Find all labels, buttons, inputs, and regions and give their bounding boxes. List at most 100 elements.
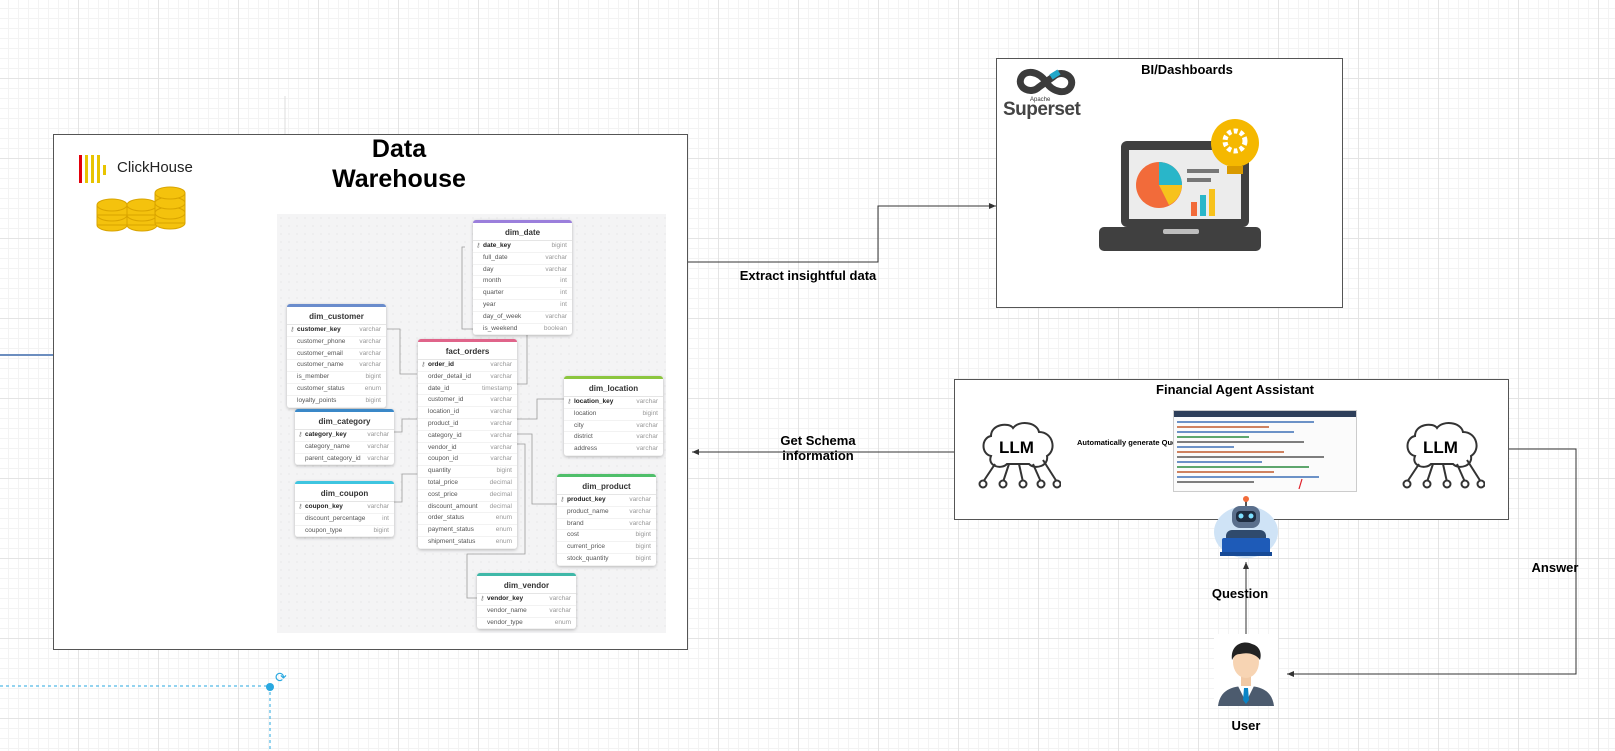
column-type: varchar xyxy=(367,503,389,510)
column-type: bigint xyxy=(365,396,381,404)
column-type: int xyxy=(560,277,567,285)
table-title: dim_customer xyxy=(287,307,386,325)
table-title: fact_orders xyxy=(418,342,517,360)
column-name: date_id xyxy=(428,384,450,392)
column-type: varchar xyxy=(490,455,512,463)
column-name: cost xyxy=(567,531,579,539)
column-name: category_id xyxy=(428,431,462,439)
column-type: decimal xyxy=(489,490,512,498)
column-name: stock_quantity xyxy=(567,554,609,562)
primary-key-icon: ⚷ xyxy=(298,432,303,438)
column-type: decimal xyxy=(489,502,512,510)
sql-editor-tabs xyxy=(1174,411,1356,417)
column-name: order_detail_id xyxy=(428,372,472,380)
bi-dashboards-container[interactable]: BI/Dashboards Apache Superset xyxy=(996,58,1343,308)
column-type: enum xyxy=(364,384,381,392)
table-title: dim_category xyxy=(295,412,394,430)
column-name: vendor_id xyxy=(428,443,457,451)
column-type: enum xyxy=(495,537,512,545)
clickhouse-logo-icon xyxy=(79,155,106,183)
selection-handle[interactable] xyxy=(266,683,274,691)
user-avatar-icon[interactable] xyxy=(1214,634,1278,706)
extract-edge[interactable] xyxy=(687,203,996,263)
column-name: vendor_type xyxy=(487,618,523,626)
superset-infinity-icon xyxy=(1016,68,1076,96)
answer-edge[interactable] xyxy=(1287,448,1577,677)
column-name: is_weekend xyxy=(483,324,518,332)
primary-key-icon: ⚷ xyxy=(560,497,565,503)
column-type: int xyxy=(382,514,389,522)
column-type: varchar xyxy=(636,433,658,441)
column-type: varchar xyxy=(545,312,567,320)
column-name: customer_phone xyxy=(297,337,346,345)
column-type: timestamp xyxy=(482,384,512,392)
column-type: varchar xyxy=(359,349,381,357)
column-type: varchar xyxy=(629,507,651,515)
column-name: is_member xyxy=(297,373,330,381)
schema-label-line2: information xyxy=(782,448,854,463)
column-name: payment_status xyxy=(428,526,474,534)
primary-key-icon: ⚷ xyxy=(298,504,303,510)
llm-brain-icon-right xyxy=(1402,422,1485,489)
column-name: city xyxy=(574,421,584,429)
column-type: bigint xyxy=(635,531,651,539)
column-type: bigint xyxy=(496,467,512,475)
column-name: parent_category_id xyxy=(305,454,361,462)
column-name: discount_percentage xyxy=(305,514,366,522)
column-name: day xyxy=(483,265,494,273)
generated-sql-screenshot[interactable] xyxy=(1173,410,1357,492)
question-label: Question xyxy=(1211,586,1269,601)
column-name: category_key xyxy=(305,431,347,438)
rotate-handle-icon[interactable]: ⟳ xyxy=(275,670,287,686)
column-type: varchar xyxy=(367,431,389,438)
column-type: bigint xyxy=(551,242,567,249)
column-type: enum xyxy=(495,514,512,522)
table-title: dim_date xyxy=(473,223,572,241)
column-name: order_status xyxy=(428,514,465,522)
column-type: varchar xyxy=(545,253,567,261)
column-name: full_date xyxy=(483,253,508,261)
column-type: bigint xyxy=(642,409,658,417)
superset-logo-text: Superset xyxy=(1003,99,1081,120)
column-name: order_id xyxy=(428,361,455,368)
column-name: customer_id xyxy=(428,396,464,404)
dw-title-line1: Data xyxy=(371,135,427,163)
table-title: dim_location xyxy=(564,379,663,397)
table-row: order_status enum xyxy=(418,513,517,526)
column-type: varchar xyxy=(490,408,512,416)
primary-key-icon: ⚷ xyxy=(480,596,485,602)
